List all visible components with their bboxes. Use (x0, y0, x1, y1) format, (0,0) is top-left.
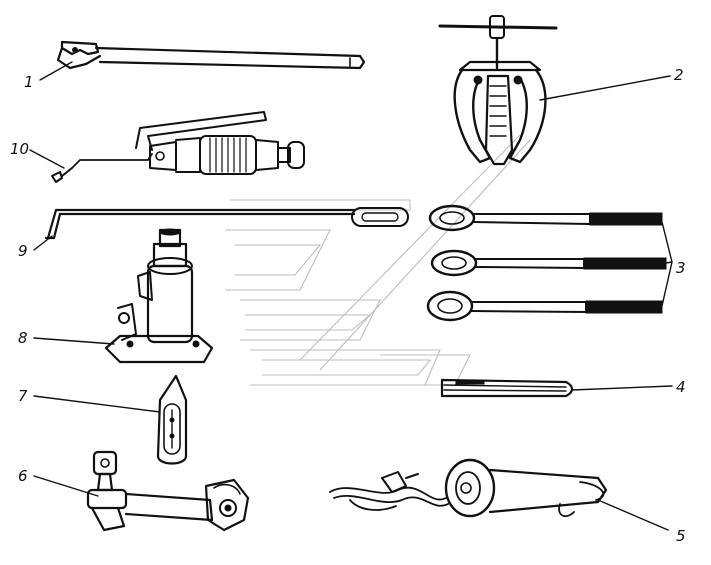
callout-labels: 1 2 3 4 5 6 7 8 9 10 (10, 66, 686, 545)
callout-8: 8 (18, 329, 28, 347)
background-watermark (225, 134, 531, 386)
eye-bolt-middle (430, 249, 667, 277)
tool-4-feeler-gauge (440, 378, 574, 398)
tool-10-grease-gun (51, 111, 305, 183)
tool-8-hydraulic-jack (104, 228, 214, 364)
eye-bolt-short (426, 290, 663, 322)
callout-6: 6 (18, 467, 28, 485)
tool-5-inspection-lamp (329, 458, 608, 518)
leader-lines (29, 61, 673, 531)
callout-5: 5 (676, 527, 686, 545)
callout-9: 9 (18, 242, 28, 260)
grease-gun-knurling (209, 137, 247, 173)
tool-7-gauge (156, 374, 188, 465)
leader-line-3b (665, 261, 673, 264)
leader-line-6 (33, 475, 99, 497)
tool-1-wrench (56, 40, 366, 70)
callout-1: 1 (24, 73, 34, 91)
leader-line-8 (33, 337, 115, 345)
puller-screw-thread (489, 85, 507, 137)
tool-2-puller (438, 15, 558, 166)
callout-2: 2 (674, 66, 684, 84)
leader-line-7 (33, 395, 161, 413)
eye-bolt-long (428, 204, 663, 232)
tool-3-eye-bolts (426, 204, 667, 322)
leader-line-5 (597, 499, 669, 531)
tool-6-clamp-spanner (86, 450, 250, 532)
callout-10: 10 (10, 140, 29, 158)
callout-3: 3 (676, 259, 686, 277)
tool-9-rod (44, 207, 409, 240)
leader-line-4 (571, 385, 673, 391)
leader-line-10 (29, 149, 65, 169)
leader-line-9 (33, 235, 53, 251)
callout-4: 4 (676, 378, 686, 396)
leader-line-2 (539, 75, 671, 101)
leader-line-1 (39, 61, 73, 81)
callout-7: 7 (18, 387, 28, 405)
